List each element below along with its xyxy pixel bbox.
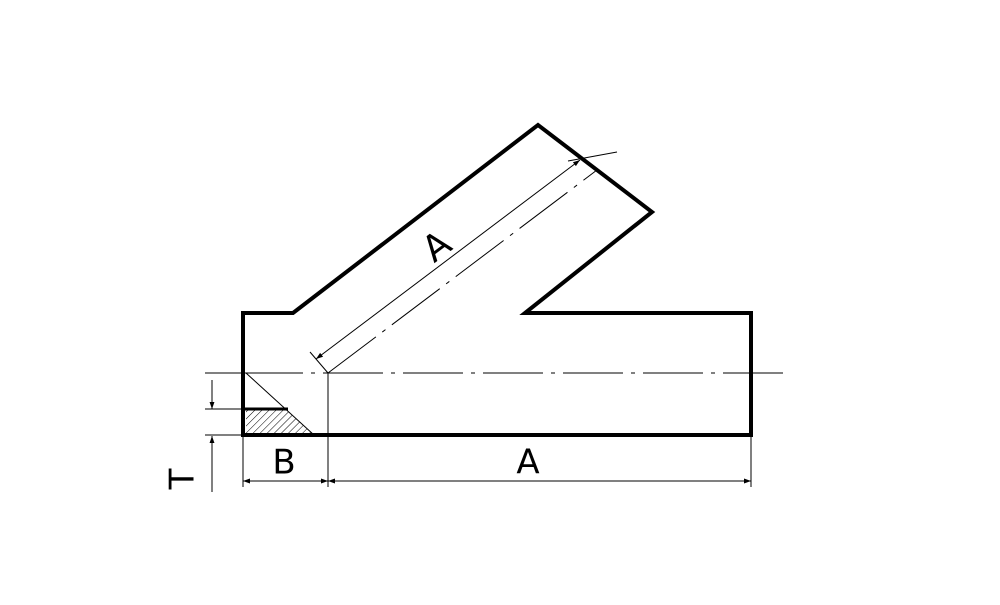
branch-extension-line-end: [567, 151, 618, 162]
tee-outline: [241, 122, 753, 437]
branch-dimension-line: [315, 159, 581, 360]
branch-length-label: A: [415, 223, 460, 271]
branch-extension-line-start: [309, 351, 329, 374]
run-length-label: A: [516, 443, 539, 483]
offset-label: B: [272, 443, 295, 483]
weld-hatch: [246, 409, 314, 435]
thickness-label: T: [163, 468, 203, 490]
branch-centerline: [327, 169, 598, 374]
